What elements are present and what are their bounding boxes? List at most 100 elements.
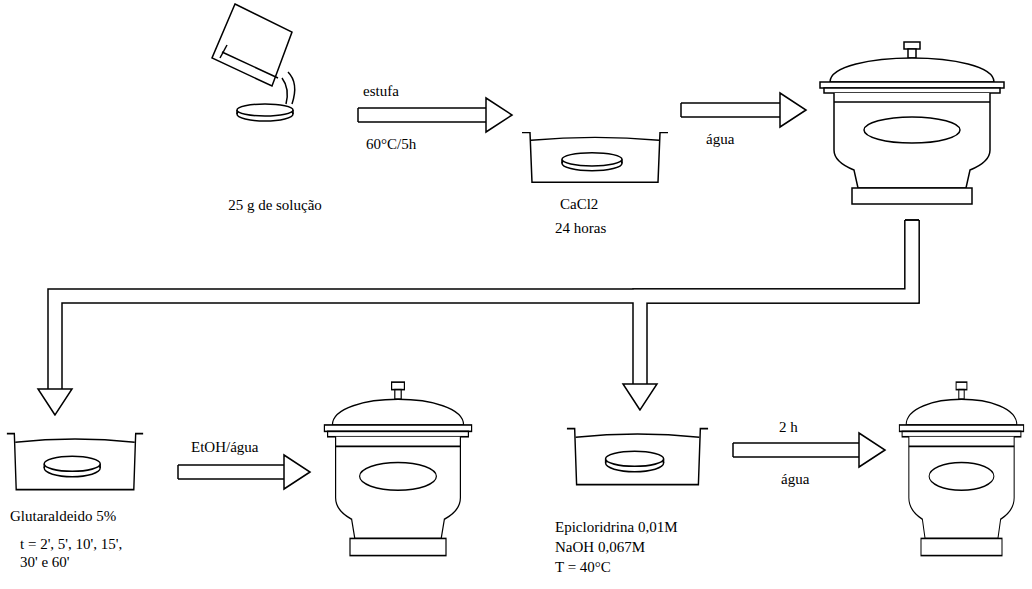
arrow-tail-cap <box>680 103 682 117</box>
step-label: NaOH 0,067M <box>555 538 725 556</box>
condition-label: 60°C/5h <box>365 135 417 153</box>
step-label: Glutaraldeido 5% <box>10 507 170 525</box>
bath-step: CaCl2 24 horas <box>520 125 675 237</box>
illustration-part <box>44 456 100 471</box>
arrow-tail-cap <box>905 219 919 221</box>
arrow-tail-cap <box>732 443 734 457</box>
illustration-part <box>834 101 990 103</box>
illustration-part <box>909 437 1014 539</box>
connector-fill-layer <box>55 110 912 472</box>
arrow-label: água <box>705 130 735 148</box>
connector-outline-layer <box>55 110 912 472</box>
illustration-part <box>237 104 293 116</box>
illustration-part <box>830 58 994 82</box>
illustration-holder <box>565 420 725 490</box>
illustration-part <box>906 399 1017 425</box>
desiccator-step <box>318 380 478 562</box>
step-label: Epicloridrina 0,01M <box>555 518 725 536</box>
step-label: t = 2', 5', 10', 15', 30' e 60' <box>20 535 135 571</box>
illustration-part <box>852 188 972 204</box>
step-label: 25 g de solução <box>200 196 350 214</box>
illustration-part <box>956 382 967 389</box>
illustration-holder <box>894 380 1030 562</box>
illustration-part <box>7 434 143 490</box>
illustration-part <box>336 446 461 448</box>
illustration-part <box>909 446 1014 448</box>
desiccator <box>318 380 478 562</box>
desiccator <box>812 40 1012 210</box>
step-label: CaCl2 <box>560 195 675 213</box>
pouring-beaker <box>200 0 350 130</box>
illustration-part <box>324 425 471 431</box>
illustration-part <box>212 4 292 86</box>
illustration-holder <box>812 40 1012 210</box>
illustration-part <box>282 78 287 104</box>
illustration-part <box>328 431 469 436</box>
illustration-part <box>336 437 461 539</box>
illustration-part <box>360 462 437 490</box>
illustration-part <box>824 88 1000 93</box>
arrow-head <box>623 384 657 410</box>
illustration-part <box>899 425 1023 431</box>
illustration-part <box>288 72 295 104</box>
illustration-part <box>522 133 668 183</box>
bath-tray <box>565 420 710 490</box>
block-arrow-outline <box>178 464 284 480</box>
illustration-part <box>908 49 916 58</box>
illustration-part <box>834 93 990 188</box>
illustration-part <box>220 45 227 58</box>
illustration-holder <box>200 0 350 130</box>
illustration-part <box>606 451 664 466</box>
arrow-tail-cap <box>357 108 359 122</box>
arrow-label: estufa <box>362 82 400 100</box>
step-label: 24 horas <box>555 219 675 237</box>
arrow-head <box>486 98 512 132</box>
arrow-label: 2 h <box>778 418 799 436</box>
block-arrow-outline <box>640 220 912 384</box>
step-label: T = 40°C <box>555 558 725 576</box>
illustration-holder <box>318 380 478 562</box>
bath-step: Epicloridrina 0,01M NaOH 0,067M T = 40°C <box>555 420 725 576</box>
casting-step: 25 g de solução <box>200 0 350 214</box>
illustration-part <box>904 42 920 49</box>
illustration-holder <box>5 425 170 495</box>
arrow-head <box>859 433 885 467</box>
desiccator <box>894 380 1029 562</box>
illustration-part <box>531 137 659 140</box>
block-arrow-fill <box>178 466 284 479</box>
block-arrow-fill <box>681 104 780 117</box>
illustration-part <box>864 117 960 143</box>
illustration-part <box>929 462 994 490</box>
desiccator-step <box>812 40 1012 210</box>
illustration-part <box>395 390 401 400</box>
block-arrow-outline <box>681 102 780 118</box>
block-arrow-outline <box>358 107 486 123</box>
illustration-part <box>332 399 463 425</box>
illustration-part <box>567 429 708 485</box>
illustration-part <box>921 538 1002 555</box>
arrow-head <box>284 455 310 489</box>
illustration-part <box>392 382 405 389</box>
illustration-part <box>902 431 1021 436</box>
illustration-part <box>820 82 1004 88</box>
illustration-part <box>576 434 700 437</box>
block-arrow-fill <box>733 444 859 457</box>
block-arrow-fill <box>55 220 912 389</box>
block-arrow-fill <box>358 109 486 122</box>
arrow-tail-cap <box>905 219 919 221</box>
illustration-part <box>959 390 964 400</box>
block-arrow-fill <box>640 220 912 384</box>
condition-label: água <box>780 470 810 488</box>
bath-tray <box>5 425 145 495</box>
block-arrow-outline <box>733 442 859 458</box>
illustration-part <box>222 52 278 78</box>
illustration-part <box>350 538 446 555</box>
arrow-head <box>38 389 72 415</box>
illustration-part <box>15 439 134 442</box>
bath-step: Glutaraldeido 5% t = 2', 5', 10', 15', 30… <box>5 425 170 571</box>
arrow-label: EtOH/água <box>190 438 259 456</box>
arrow-head <box>780 93 806 127</box>
arrow-tail-cap <box>177 465 179 479</box>
bath-tray <box>520 125 670 187</box>
